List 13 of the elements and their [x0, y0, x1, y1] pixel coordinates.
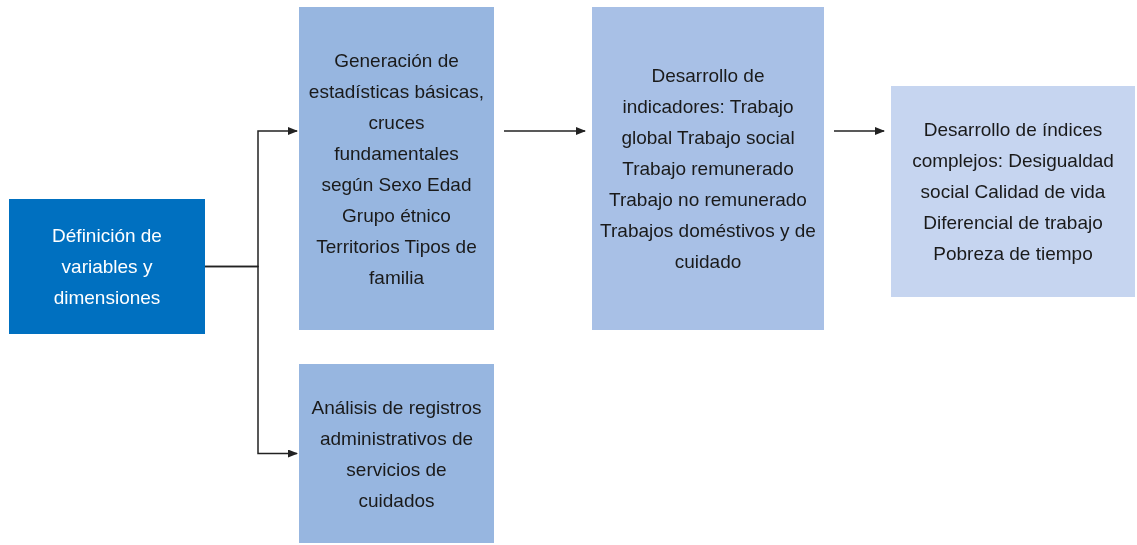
box-text: Définición de variables y dimensiones: [51, 224, 163, 310]
process-box: [891, 86, 1135, 297]
box-text: Desarrollo de índices complejos: Desigualdad social Calidad de vida Diferencial de trabajo Pobreza de tiempo: [911, 118, 1115, 266]
box-text: Análisis de registros administrativos de servicios de cuidados: [310, 395, 483, 513]
arrow: [204, 265, 298, 458]
process-box: [299, 364, 494, 543]
arrow: [833, 127, 885, 135]
box-text: Desarrollo de indicadores: Trabajo global Trabajo social Trabajo remunerado Trabajo no remunerado Trabajos doméstivos y de cuidado: [600, 64, 816, 274]
process-box: [299, 7, 494, 330]
box-text: Generación de estadísticas básicas, cruces fundamentales según Sexo Edad Grupo étnico Territorios Tipos de familia: [307, 48, 486, 290]
process-box: [9, 199, 205, 334]
process-box: [592, 7, 824, 330]
arrow: [503, 127, 586, 135]
